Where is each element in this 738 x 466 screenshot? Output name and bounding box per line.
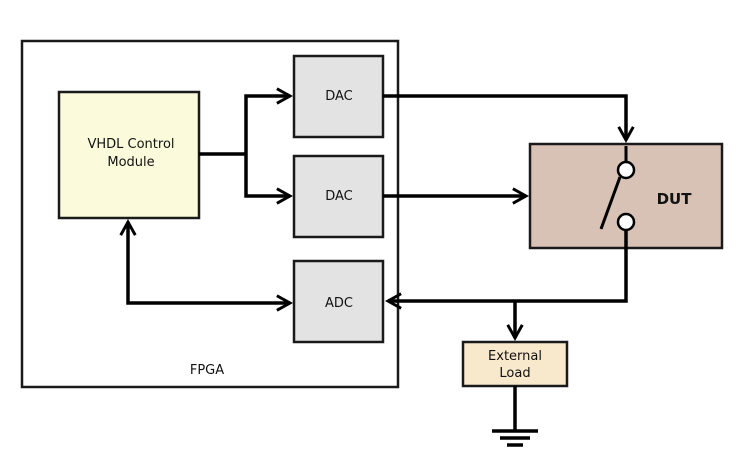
- vhdl-label-line1: VHDL Control: [87, 137, 174, 152]
- ground-icon: [492, 429, 538, 447]
- arrow-vhdl-adc-bidirectional: [128, 222, 290, 303]
- fpga-label: FPGA: [190, 363, 224, 378]
- vhdl-control-module-block: VHDL Control Module: [57, 90, 201, 220]
- load-label-line1: External: [488, 349, 542, 364]
- external-load-block: External Load: [461, 340, 569, 388]
- load-label-line2: Load: [499, 366, 530, 381]
- arrow-dut-to-adc: [388, 229, 628, 301]
- dac-block-1: DAC: [292, 54, 385, 139]
- dut-label: DUT: [657, 190, 693, 208]
- adc-block: ADC: [292, 259, 385, 344]
- vhdl-label-line2: Module: [107, 155, 154, 170]
- dac1-label: DAC: [325, 89, 353, 104]
- arrow-dac1-to-dut: [383, 94, 626, 140]
- arrow-vhdl-to-dac2: [244, 154, 290, 196]
- dac2-label: DAC: [325, 189, 353, 204]
- switch-icon: [599, 146, 636, 232]
- adc-label: ADC: [325, 296, 353, 311]
- arrow-vhdl-to-dac1: [244, 96, 290, 154]
- dac-block-2: DAC: [292, 154, 385, 239]
